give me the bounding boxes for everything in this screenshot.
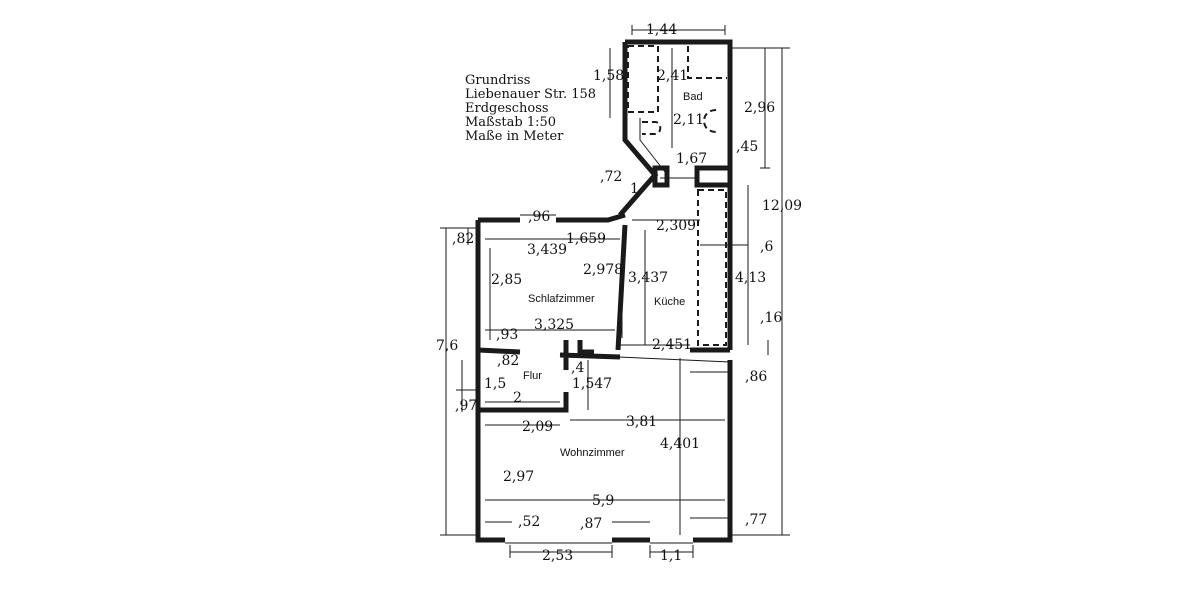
dim-label: 2 (513, 390, 522, 406)
kueche-counter (697, 189, 727, 346)
wall-diagonal-inner (639, 118, 666, 173)
room-label-bad: Bad (683, 91, 703, 103)
room-label-wohnzimmer: Wohnzimmer (560, 447, 625, 459)
dim-label: ,97 (455, 398, 477, 414)
dim-label: ,82 (452, 231, 474, 247)
dim-label: ,87 (580, 516, 602, 532)
title-line-4: Maßstab 1:50 (465, 115, 556, 130)
dim-label: ,93 (496, 327, 518, 343)
dim-label: 2,451 (652, 337, 692, 353)
dim-label: 2,97 (503, 469, 534, 485)
wall-flur-left (475, 350, 569, 413)
dim-label: ,86 (745, 369, 767, 385)
dim-label: 1,67 (676, 151, 707, 167)
walls (475, 39, 733, 544)
dim-label: ,6 (760, 239, 773, 255)
dim-label: 4,401 (660, 436, 700, 452)
bad-basin (703, 109, 717, 133)
dim-label: 1,5 (484, 376, 506, 392)
dim-label: 3,439 (527, 242, 567, 258)
dim-label: 2,41 (657, 68, 688, 84)
wall-diagonal (618, 118, 659, 217)
wall-bad-top (625, 39, 733, 350)
dim-label: 2,09 (522, 419, 553, 435)
dim-label: 12,09 (762, 198, 802, 214)
dim-label: ,72 (600, 169, 622, 185)
title-line-2: Liebenauer Str. 158 (465, 87, 596, 102)
dim-label: 1,659 (566, 231, 606, 247)
dim-label: 2,96 (744, 100, 775, 116)
dim-label: 1,1 (660, 548, 682, 564)
dim-label: ,52 (518, 514, 540, 530)
dim-label: 3,325 (534, 317, 574, 333)
dim-label: ,16 (760, 310, 782, 326)
dim-label: 2,309 (656, 218, 696, 234)
dim-label: 2,85 (491, 272, 522, 288)
room-label-schlafzimmer: Schlafzimmer (528, 293, 595, 305)
dim-label: ,4 (571, 360, 584, 376)
bad-shower (627, 45, 659, 113)
bad-tub (687, 46, 727, 79)
title-line-1: Grundriss (465, 73, 530, 88)
dim-label: ,82 (497, 353, 519, 369)
wall-wohn-left (475, 410, 505, 543)
dim-label: 5,9 (592, 493, 614, 509)
wall-kueche-stub (694, 165, 733, 188)
fixtures (627, 45, 727, 346)
wall-schlaf-top (478, 212, 626, 223)
title-line-3: Erdgeschoss (465, 101, 549, 116)
wall-flur-door (577, 340, 594, 355)
dim-label: 2,978 (583, 262, 623, 278)
bad-toilet (642, 121, 662, 135)
room-labels: Bad Küche Schlafzimmer Flur Wohnzimmer (523, 91, 703, 459)
dimension-labels: 1,44 1,58 2,41 2,96 2,11 ,45 1,67 ,72 1 … (436, 22, 802, 564)
dim-label: 7,6 (436, 338, 458, 354)
dim-label: 2,11 (673, 112, 704, 128)
dim-label: 3,437 (628, 270, 668, 286)
dim-label: 1,58 (593, 68, 624, 84)
title-line-5: Maße in Meter (465, 129, 564, 144)
wall-schlaf-bottom (477, 347, 621, 360)
wall-flur-top-line (617, 356, 731, 363)
room-label-flur: Flur (523, 370, 542, 382)
wall-wohn-right (693, 360, 733, 543)
dimension-lines (440, 25, 790, 558)
dim-label: 3,81 (626, 414, 657, 430)
dim-label: ,45 (736, 139, 758, 155)
wall-bad-kueche (652, 165, 670, 188)
dim-label: 2,53 (542, 548, 573, 564)
title-block: Grundriss Liebenauer Str. 158 Erdgeschos… (465, 73, 596, 144)
dim-label: ,96 (528, 209, 550, 225)
dim-label: 4,13 (735, 270, 766, 286)
dim-label: 1 (630, 181, 639, 197)
dim-label: ,77 (745, 512, 767, 528)
room-label-kueche: Küche (654, 296, 685, 308)
dim-label: 1,547 (572, 376, 612, 392)
dim-label: 1,44 (646, 22, 677, 38)
